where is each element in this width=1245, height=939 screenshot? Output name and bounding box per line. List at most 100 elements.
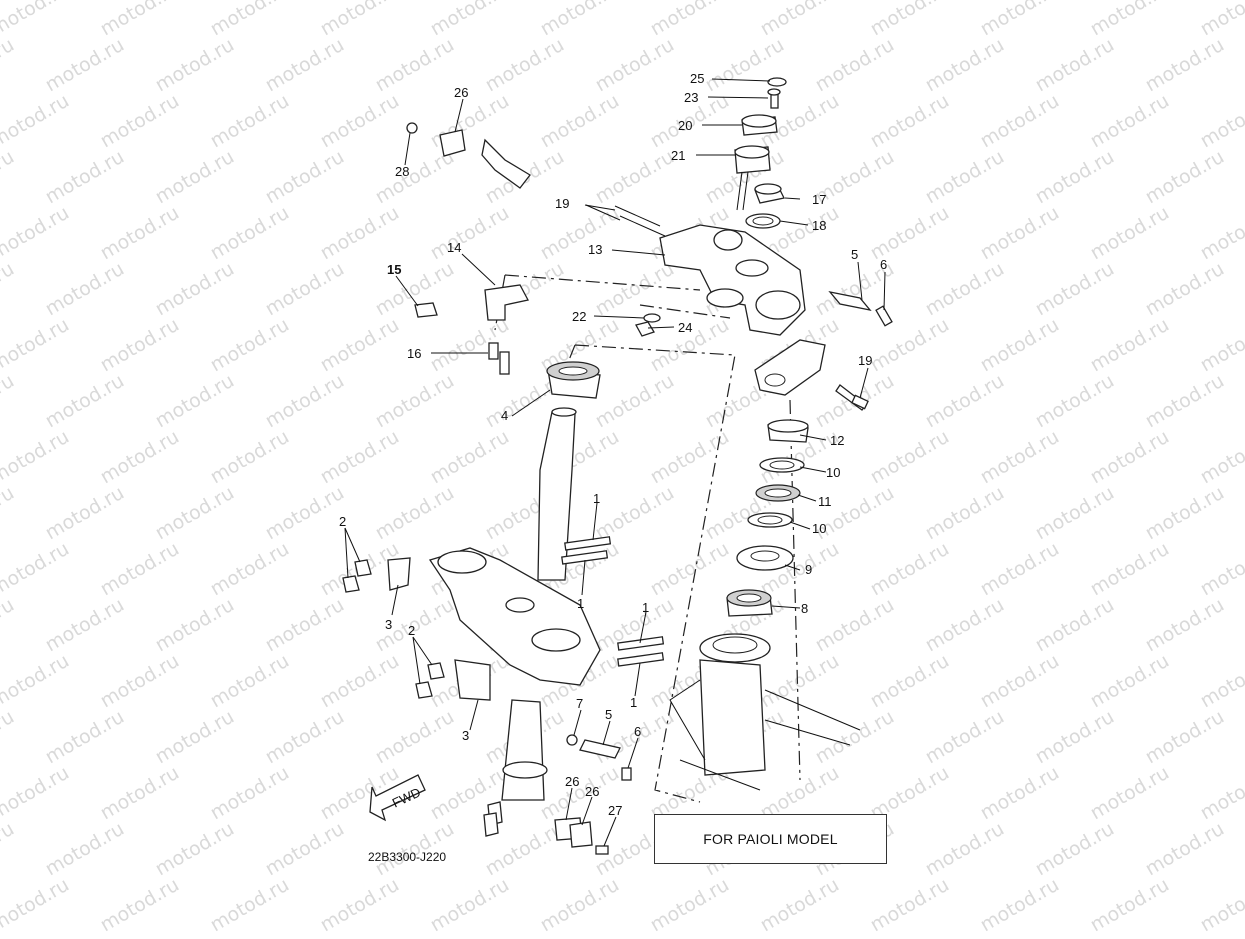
watermark-text: motod.ru: [262, 706, 348, 769]
watermark-text: motod.ru: [592, 482, 678, 545]
callout-1-d: 1: [630, 695, 637, 710]
watermark-text: motod.ru: [262, 34, 348, 97]
watermark-text: motod.ru: [592, 34, 678, 97]
callout-21: 21: [671, 148, 685, 163]
watermark-text: motod.ru: [757, 650, 843, 713]
watermark-text: motod.ru: [0, 538, 73, 601]
watermark-text: motod.ru: [1032, 258, 1118, 321]
callout-3-lower: 3: [462, 728, 469, 743]
watermark-text: motod.ru: [1142, 370, 1228, 433]
watermark-text: motod.ru: [867, 202, 953, 265]
callout-19-right: 19: [858, 353, 872, 368]
callout-28: 28: [395, 164, 409, 179]
watermark-text: motod.ru: [42, 818, 128, 881]
watermark-text: motod.ru: [922, 146, 1008, 209]
watermark-text: motod.ru: [97, 90, 183, 153]
watermark-text: motod.ru: [1142, 146, 1228, 209]
watermark-text: motod.ru: [0, 90, 73, 153]
watermark-text: motod.ru: [207, 0, 293, 40]
watermark-text: motod.ru: [1197, 762, 1245, 825]
watermark-text: motod.ru: [1087, 874, 1173, 934]
watermark-text: motod.ru: [1197, 874, 1245, 934]
callout-12: 12: [830, 433, 844, 448]
watermark-text: motod.ru: [0, 314, 73, 377]
watermark-text: motod.ru: [207, 202, 293, 265]
watermark-text: motod.ru: [977, 874, 1063, 934]
watermark-text: motod.ru: [42, 34, 128, 97]
callout-15: 15: [387, 262, 401, 277]
callout-20: 20: [678, 118, 692, 133]
watermark-text: motod.ru: [1087, 202, 1173, 265]
callout-19-upper: 19: [555, 196, 569, 211]
watermark-text: motod.ru: [207, 874, 293, 934]
watermark-text: motod.ru: [0, 818, 18, 881]
callout-6-upper: 6: [880, 257, 887, 272]
callout-3-upper: 3: [385, 617, 392, 632]
watermark-text: motod.ru: [262, 482, 348, 545]
watermark-text: motod.ru: [592, 146, 678, 209]
watermark-text: motod.ru: [537, 874, 623, 934]
watermark-text: motod.ru: [97, 202, 183, 265]
watermark-text: motod.ru: [867, 538, 953, 601]
watermark-text: motod.ru: [317, 202, 403, 265]
watermark-text: motod.ru: [0, 594, 18, 657]
watermark-text: motod.ru: [482, 34, 568, 97]
watermark-text: motod.ru: [317, 314, 403, 377]
watermark-text: motod.ru: [1087, 426, 1173, 489]
watermark-text: motod.ru: [1087, 762, 1173, 825]
watermark-text: motod.ru: [1032, 594, 1118, 657]
watermark-text: motod.ru: [262, 818, 348, 881]
watermark-text: motod.ru: [922, 706, 1008, 769]
watermark-text: motod.ru: [152, 146, 238, 209]
callout-4: 4: [501, 408, 508, 423]
watermark-text: motod.ru: [977, 426, 1063, 489]
watermark-text: motod.ru: [647, 874, 733, 934]
watermark-text: motod.ru: [97, 314, 183, 377]
watermark-text: motod.ru: [152, 482, 238, 545]
watermark-text: motod.ru: [427, 90, 513, 153]
callout-5-upper: 5: [851, 247, 858, 262]
watermark-text: motod.ru: [427, 0, 513, 40]
watermark-text: motod.ru: [42, 370, 128, 433]
watermark-text: motod.ru: [922, 482, 1008, 545]
callout-16: 16: [407, 346, 421, 361]
watermark-text: motod.ru: [647, 0, 733, 40]
watermark-text: motod.ru: [1032, 706, 1118, 769]
watermark-text: motod.ru: [1197, 0, 1245, 40]
callout-9: 9: [805, 562, 812, 577]
watermark-text: motod.ru: [262, 258, 348, 321]
watermark-text: motod.ru: [0, 874, 73, 934]
callout-26-lower-b: 26: [585, 784, 599, 799]
watermark-text: motod.ru: [97, 650, 183, 713]
callout-22: 22: [572, 309, 586, 324]
watermark-text: motod.ru: [977, 762, 1063, 825]
watermark-text: motod.ru: [0, 706, 18, 769]
watermark-text: motod.ru: [372, 258, 458, 321]
watermark-text: motod.ru: [1142, 594, 1228, 657]
watermark-text: motod.ru: [1032, 818, 1118, 881]
watermark-text: motod.ru: [372, 818, 458, 881]
watermark-text: motod.ru: [152, 706, 238, 769]
watermark-text: motod.ru: [867, 650, 953, 713]
watermark-text: motod.ru: [867, 314, 953, 377]
watermark-text: motod.ru: [42, 258, 128, 321]
watermark-text: motod.ru: [152, 594, 238, 657]
callout-14: 14: [447, 240, 461, 255]
callout-1-a: 1: [593, 491, 600, 506]
watermark-text: motod.ru: [0, 762, 73, 825]
watermark-text: motod.ru: [152, 258, 238, 321]
callout-2-upper: 2: [339, 514, 346, 529]
paioli-model-note: FOR PAIOLI MODEL: [654, 814, 887, 864]
watermark-text: motod.ru: [0, 426, 73, 489]
callout-7: 7: [576, 696, 583, 711]
watermark-text: motod.ru: [1087, 90, 1173, 153]
watermark-text: motod.ru: [977, 650, 1063, 713]
watermark-text: motod.ru: [0, 0, 73, 40]
watermark-text: motod.ru: [262, 370, 348, 433]
watermark-text: motod.ru: [97, 762, 183, 825]
callout-5-lower: 5: [605, 707, 612, 722]
watermark-text: motod.ru: [977, 90, 1063, 153]
watermark-text: motod.ru: [592, 258, 678, 321]
